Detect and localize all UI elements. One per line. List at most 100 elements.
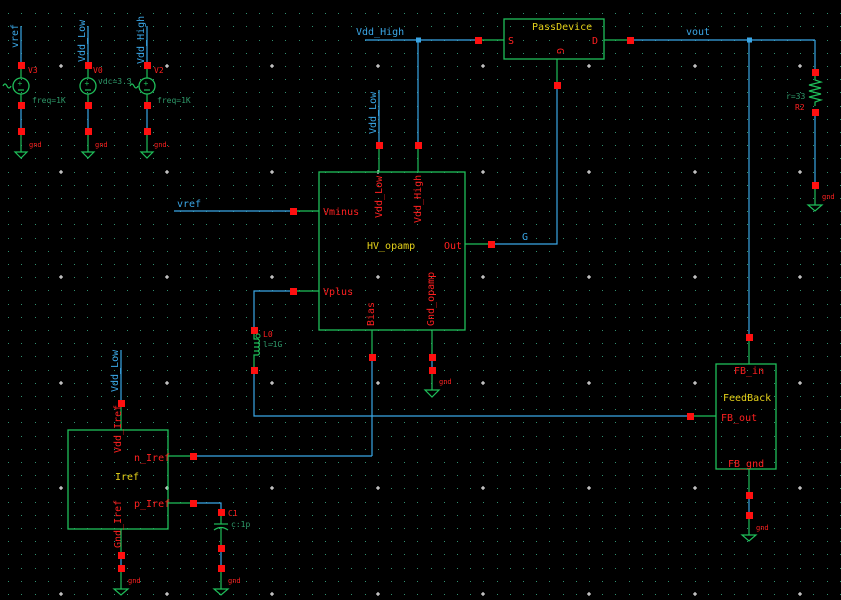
pin[interactable] [85, 62, 92, 69]
pin[interactable] [812, 109, 819, 116]
grid-dot [101, 449, 102, 450]
grid-dot [523, 53, 524, 54]
pin-vplus[interactable] [290, 288, 297, 295]
grid-dot [615, 79, 616, 80]
grid-dot [787, 158, 788, 159]
pin-vdd-low[interactable] [376, 142, 383, 149]
grid-dot [655, 106, 656, 107]
grid-dot [431, 66, 432, 67]
grid-dot [351, 290, 352, 291]
pin-out[interactable] [488, 241, 495, 248]
grid-dot [576, 317, 577, 318]
grid-dot [813, 198, 814, 199]
grid-dot [642, 185, 643, 186]
iref-block[interactable]: Vdd_Low Iref Vdd_Iref Gnd_Iref n_Iref p_… [67, 349, 372, 596]
pin[interactable] [746, 512, 753, 519]
source-v2[interactable]: Vdd_High + V2 freq=1K gnd. [129, 16, 191, 159]
grid-dot [272, 343, 273, 344]
sine-icon [2, 83, 12, 89]
pin[interactable] [218, 509, 225, 516]
grid-dot [576, 330, 577, 331]
grid-dot [74, 145, 75, 146]
pin-vdd[interactable] [118, 400, 125, 407]
grid-dot [774, 238, 775, 239]
wire[interactable] [197, 502, 222, 509]
pin[interactable] [251, 327, 258, 334]
pin[interactable] [18, 102, 25, 109]
grid-dot [404, 198, 405, 199]
grid-dot [576, 251, 577, 252]
pin[interactable] [118, 565, 125, 572]
pass-device[interactable]: PassDevice S D G [475, 18, 634, 89]
grid-dot [127, 277, 128, 278]
grid-dot [576, 475, 577, 476]
grid-dot [668, 396, 669, 397]
grid-dot [827, 277, 828, 278]
grid-dot [48, 409, 49, 410]
pin[interactable] [251, 367, 258, 374]
feedback-block[interactable]: FB_in FeedBack FB_out FB_gnd gnd [687, 334, 777, 542]
pass-device-body[interactable] [503, 18, 605, 60]
grid-dot [813, 528, 814, 529]
grid-dot [74, 304, 75, 305]
pin-p[interactable] [190, 500, 197, 507]
grid-dot [74, 409, 75, 410]
source-v0[interactable]: Vdd_Low + V0 vdc=3.3 gnd [77, 19, 132, 159]
pin[interactable] [85, 128, 92, 135]
grid-dot [444, 515, 445, 516]
grid-dot [523, 409, 524, 410]
grid-dot [325, 53, 326, 54]
grid-dot [761, 356, 762, 357]
net-vout[interactable]: vout [634, 27, 816, 335]
hv-opamp[interactable]: Vdd_Low HV_opamp Vminus Vplus Out Vdd_Lo… [174, 89, 558, 456]
grid-dot [431, 224, 432, 225]
grid-dot [708, 53, 709, 54]
pin[interactable] [812, 69, 819, 76]
net-vdd-high[interactable]: Vdd_High [356, 27, 479, 142]
pin[interactable] [218, 545, 225, 552]
wire-feedback[interactable] [253, 374, 688, 417]
opamp-body[interactable] [318, 171, 466, 331]
pin[interactable] [18, 128, 25, 135]
pin-vdd-high[interactable] [415, 142, 422, 149]
grid-dot [259, 158, 260, 159]
grid-dot [497, 488, 498, 489]
pin[interactable] [18, 62, 25, 69]
pin-fb-in[interactable] [746, 334, 753, 341]
pin-gnd[interactable] [429, 354, 436, 361]
pin-gnd[interactable] [118, 552, 125, 559]
resistor-r2[interactable]: r=33 R2 gnd [786, 69, 835, 212]
grid-dot [365, 554, 366, 555]
capacitor-c1[interactable]: C1 c:1p gnd [212, 509, 250, 596]
pin-s[interactable] [475, 37, 482, 44]
pin[interactable] [429, 367, 436, 374]
pin-fb-out[interactable] [687, 413, 694, 420]
pin[interactable] [218, 565, 225, 572]
pin-d[interactable] [627, 37, 634, 44]
grid-dot [246, 396, 247, 397]
grid-dot [444, 185, 445, 186]
pin-n[interactable] [190, 453, 197, 460]
pin[interactable] [85, 102, 92, 109]
pin[interactable] [812, 182, 819, 189]
grid-dot [800, 145, 801, 146]
inductor-l0[interactable]: L0 l=1G [251, 327, 688, 417]
pin-bias[interactable] [369, 354, 376, 361]
pin[interactable] [144, 62, 151, 69]
grid-dot [299, 172, 300, 173]
pin-fb-gnd[interactable] [746, 492, 753, 499]
grid-dot [140, 554, 141, 555]
pin-g[interactable] [554, 82, 561, 89]
pin-vminus[interactable] [290, 208, 297, 215]
grid-dot [140, 475, 141, 476]
iref-body[interactable] [67, 429, 169, 530]
wire[interactable] [253, 290, 290, 328]
wire-gate[interactable] [495, 89, 558, 245]
grid-major-mark [59, 170, 63, 174]
grid-dot [153, 475, 154, 476]
source-v3[interactable]: vref + V3 freq=1K gnd [2, 24, 66, 159]
pin[interactable] [144, 102, 151, 109]
grid-dot [325, 264, 326, 265]
pin[interactable] [144, 128, 151, 135]
